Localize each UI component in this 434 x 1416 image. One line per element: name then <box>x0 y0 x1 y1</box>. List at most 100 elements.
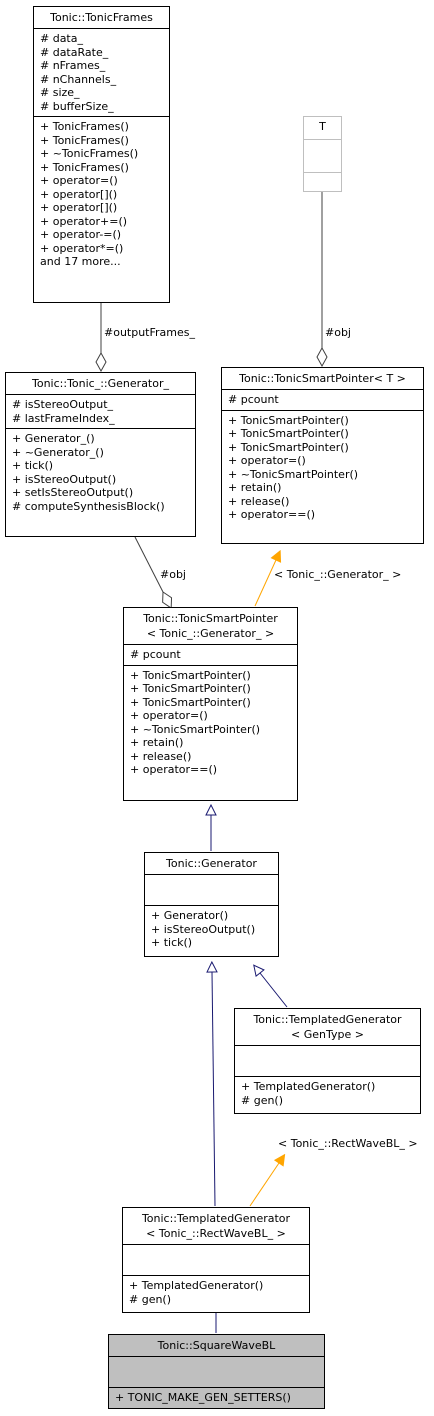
methods-section: + TONIC_MAKE_GEN_SETTERS() <box>109 1388 324 1408</box>
method: + ~Generator_() <box>12 445 104 459</box>
method: + retain() <box>228 481 282 494</box>
class-title: Tonic::TonicSmartPointer < Tonic_::Gener… <box>124 608 297 645</box>
methods-section <box>304 173 341 197</box>
class-generator[interactable]: Tonic::Generator + Generator() + isStere… <box>144 852 279 957</box>
class-title: T <box>304 117 341 140</box>
class-title-line: Tonic::TonicSmartPointer <box>143 612 278 625</box>
class-title: Tonic::Generator <box>145 853 278 875</box>
method: + operator[]() <box>40 187 118 201</box>
class-title: Tonic::Tonic_::Generator_ <box>6 373 195 395</box>
edge-label-output-frames: #outputFrames_ <box>104 326 196 339</box>
attributes-section <box>109 1357 324 1388</box>
edge-label-obj-gen: #obj <box>160 568 186 581</box>
class-title-line: Tonic::TemplatedGenerator <box>141 1212 291 1225</box>
methods-section: + TemplatedGenerator() # gen() <box>235 1077 420 1110</box>
method: # gen() <box>241 1093 284 1107</box>
attributes-section: # data_ # dataRate_ # nFrames_ # nChanne… <box>34 29 169 117</box>
method: + TemplatedGenerator() <box>241 1080 376 1093</box>
method: + tick() <box>151 936 193 949</box>
method: + TonicSmartPointer() <box>130 695 251 709</box>
class-title: Tonic::TemplatedGenerator < GenType > <box>235 1009 420 1046</box>
methods-section: + TemplatedGenerator() # gen() <box>123 1276 309 1309</box>
method: + release() <box>228 494 290 508</box>
method: + isStereoOutput() <box>12 472 117 486</box>
class-tonic-frames[interactable]: Tonic::TonicFrames # data_ # dataRate_ #… <box>33 6 170 303</box>
class-templated-generator[interactable]: Tonic::TemplatedGenerator < GenType > + … <box>234 1008 421 1114</box>
class-title: Tonic::SquareWaveBL <box>109 1335 324 1357</box>
attribute: # pcount <box>130 648 181 661</box>
method: + TemplatedGenerator() <box>129 1279 264 1292</box>
attribute: # bufferSize_ <box>40 99 114 113</box>
method: + setIsStereoOutput() <box>12 486 134 499</box>
attribute: # pcount <box>228 393 279 406</box>
method: + TonicSmartPointer() <box>228 413 349 427</box>
edge-obj-gen <box>134 536 163 592</box>
attribute: # nChannels_ <box>40 72 117 86</box>
method: # gen() <box>129 1292 172 1306</box>
method: + TONIC_MAKE_GEN_SETTERS() <box>115 1391 291 1404</box>
method: + TonicSmartPointer() <box>130 668 251 682</box>
methods-section: + TonicSmartPointer() + TonicSmartPointe… <box>222 411 423 525</box>
method: + operator+=() <box>40 214 128 228</box>
class-templated-generator-rectwave[interactable]: Tonic::TemplatedGenerator < Tonic_::Rect… <box>122 1207 310 1313</box>
method: # computeSynthesisBlock() <box>12 499 165 513</box>
class-title-line: < Tonic_::Generator_ > <box>146 627 275 640</box>
attributes-section: # pcount <box>124 645 297 666</box>
method: + release() <box>130 749 192 763</box>
class-square-wave-bl[interactable]: Tonic::SquareWaveBL + TONIC_MAKE_GEN_SET… <box>108 1334 325 1409</box>
method: + Generator() <box>151 909 229 922</box>
edge-inherit-generator <box>212 972 215 1207</box>
attribute: # lastFrameIndex_ <box>12 411 115 425</box>
method: + TonicSmartPointer() <box>228 427 349 440</box>
method: + operator=() <box>40 174 118 187</box>
edge-label-bind-rectwave: < Tonic_::RectWaveBL_ > <box>278 1137 418 1150</box>
attributes-section <box>304 140 341 173</box>
method: + operator=() <box>130 709 208 722</box>
attributes-section <box>235 1046 420 1077</box>
attribute: # isStereoOutput_ <box>12 398 114 411</box>
attributes-section: # isStereoOutput_ # lastFrameIndex_ <box>6 395 195 429</box>
attributes-section: # pcount <box>222 390 423 411</box>
edge-label-bind-generator: < Tonic_::Generator_ > <box>274 568 402 581</box>
class-smart-pointer-generator[interactable]: Tonic::TonicSmartPointer < Tonic_::Gener… <box>123 607 298 801</box>
class-generator-impl[interactable]: Tonic::Tonic_::Generator_ # isStereoOutp… <box>5 372 196 537</box>
method: + isStereoOutput() <box>151 922 256 936</box>
method: + operator*=() <box>40 241 124 255</box>
method: + TonicFrames() <box>40 133 129 147</box>
class-title: Tonic::TemplatedGenerator < Tonic_::Rect… <box>123 1208 309 1245</box>
attribute: # nFrames_ <box>40 59 106 72</box>
method: + retain() <box>130 736 184 749</box>
method: + TonicSmartPointer() <box>228 440 349 454</box>
method: + operator[]() <box>40 201 118 214</box>
class-title-line: < GenType > <box>291 1028 364 1041</box>
method: + Generator_() <box>12 432 95 445</box>
class-smart-pointer-t[interactable]: Tonic::TonicSmartPointer< T > # pcount +… <box>221 367 424 544</box>
class-title: Tonic::TonicSmartPointer< T > <box>222 368 423 390</box>
method: + TonicFrames() <box>40 160 129 174</box>
edge-label-obj-t: #obj <box>325 326 351 339</box>
edge-bind-generator <box>254 560 276 607</box>
method: + ~TonicSmartPointer() <box>130 722 261 736</box>
method: + operator=() <box>228 454 306 467</box>
methods-section: + Generator_() + ~Generator_() + tick() … <box>6 429 195 516</box>
method: + TonicFrames() <box>40 120 129 133</box>
method: + operator==() <box>228 508 316 521</box>
method: + operator-=() <box>40 228 122 241</box>
template-parameter-t: T <box>303 116 342 192</box>
method: + ~TonicSmartPointer() <box>228 467 359 481</box>
method: + ~TonicFrames() <box>40 147 139 160</box>
more-members-link[interactable]: and 17 more... <box>40 255 121 268</box>
attributes-section <box>145 875 278 906</box>
attributes-section <box>123 1245 309 1276</box>
attribute: # data_ <box>40 32 83 45</box>
methods-section: + TonicSmartPointer() + TonicSmartPointe… <box>124 666 297 780</box>
method: + tick() <box>12 459 54 472</box>
methods-section: + Generator() + isStereoOutput() + tick(… <box>145 906 278 953</box>
class-title-line: < Tonic_::RectWaveBL_ > <box>146 1227 286 1240</box>
method: + TonicSmartPointer() <box>130 682 251 695</box>
class-title-line: Tonic::TemplatedGenerator <box>253 1013 402 1026</box>
class-title: Tonic::TonicFrames <box>34 7 169 29</box>
edge-bind-rectwave <box>249 1163 279 1207</box>
method: + operator==() <box>130 763 218 776</box>
